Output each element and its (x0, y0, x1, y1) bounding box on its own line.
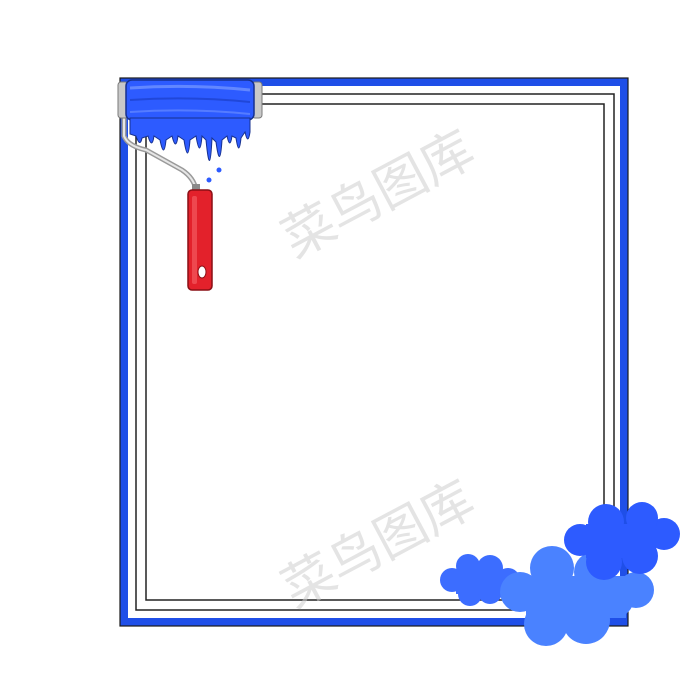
paint-drips (129, 117, 251, 161)
roller-ferrule (192, 184, 200, 194)
outer-frame-edge (119, 77, 629, 627)
cloud-icon (440, 502, 680, 646)
inner-line-outer (135, 93, 615, 611)
outer-blue-frame (120, 78, 628, 626)
cloud-top-right (564, 502, 680, 580)
cloud-large (500, 546, 654, 646)
handle-hole (197, 265, 207, 279)
cloud-small (440, 554, 520, 606)
inner-line-inner (145, 103, 605, 601)
paint-roller-icon (117, 79, 263, 291)
